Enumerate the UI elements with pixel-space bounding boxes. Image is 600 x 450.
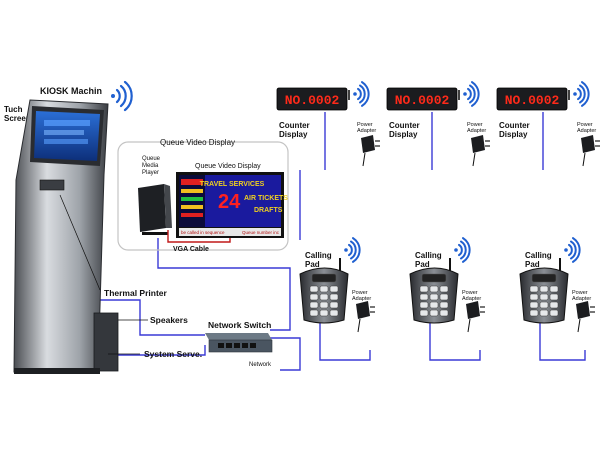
counter-wifi-icon xyxy=(353,81,370,107)
screen-line3: DRAFTS xyxy=(254,207,283,214)
media-player-label: Queue Media Player xyxy=(142,156,162,176)
system-server-box xyxy=(93,312,119,372)
media-player-box xyxy=(138,184,172,235)
counter-number: NO.0002 xyxy=(395,93,450,108)
counter-number: NO.0002 xyxy=(505,93,560,108)
screen-big-number: 24 xyxy=(218,191,241,213)
network-switch: Network Switch Network xyxy=(205,320,273,368)
calling-pad-wifi-icon xyxy=(344,237,361,263)
screen-line2: AIR TICKETS xyxy=(244,195,288,202)
counter-number: NO.0002 xyxy=(285,93,340,108)
speakers-label: Speakers xyxy=(150,315,188,325)
kiosk-wifi-icon xyxy=(111,80,133,112)
screen-footer-right: Queue number inc xyxy=(242,230,280,235)
video-display-label: Queue Video Display xyxy=(195,163,261,170)
power-adapter-icon xyxy=(581,135,600,167)
power-adapter-icon xyxy=(471,135,490,167)
calling-pad-wifi-icon xyxy=(454,237,471,263)
video-display-screen: TRAVEL SERVICES 24 AIR TICKETS DRAFTS be… xyxy=(176,172,288,238)
kiosk-printer-slot xyxy=(39,179,65,191)
power-adapter-icon xyxy=(356,301,375,333)
calling-pad-wifi-icon xyxy=(564,237,581,263)
power-adapter-icon xyxy=(361,135,380,167)
vga-cable xyxy=(167,230,231,243)
touch-screen-label: Tuch Screen xyxy=(4,105,31,123)
network-label: Network xyxy=(249,362,272,368)
thermal-printer-label: Thermal Printer xyxy=(104,288,168,298)
screen-footer-left: be called in sequence xyxy=(181,230,225,235)
power-adapter-icon xyxy=(576,301,595,333)
network-wires xyxy=(96,112,586,371)
counter-wifi-icon xyxy=(463,81,480,107)
video-panel-title: Queue Video Display xyxy=(160,138,235,147)
counter-wifi-icon xyxy=(573,81,590,107)
kiosk-title: KIOSK Machin xyxy=(40,86,102,96)
kiosk-touch-screen xyxy=(34,111,100,161)
network-switch-label: Network Switch xyxy=(208,320,271,330)
queue-video-panel: Queue Video Display Queue Media Player Q… xyxy=(117,138,289,253)
kiosk-machine: KIOSK Machin Tuch Screen xyxy=(4,80,133,374)
screen-line1: TRAVEL SERVICES xyxy=(200,181,265,188)
power-adapter-icon xyxy=(466,301,485,333)
system-server-label: System Serve. xyxy=(144,349,202,359)
vga-cable-label: VGA Cable xyxy=(173,246,209,253)
